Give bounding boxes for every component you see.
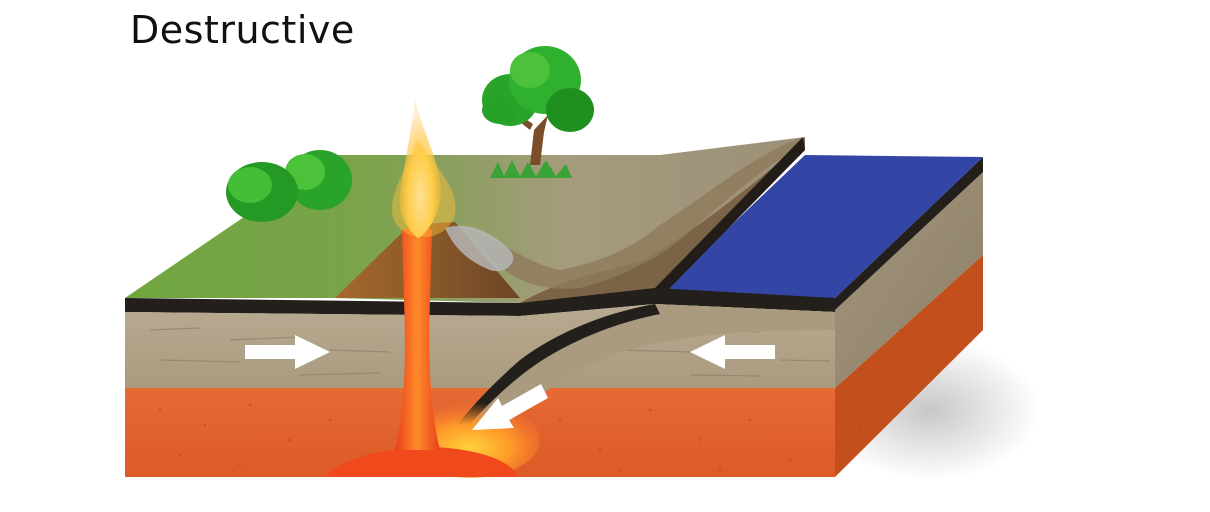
continental-slope — [655, 137, 805, 298]
bush-group-icon — [226, 150, 352, 222]
rock-band-front — [125, 288, 835, 316]
magma-pool — [325, 447, 518, 477]
arrow-down-left-icon — [472, 384, 548, 430]
eruption-plume-outer — [392, 140, 456, 238]
tree-icon — [482, 46, 594, 178]
magma-conduit — [395, 227, 440, 450]
ash-cloud — [445, 225, 514, 272]
rock-band-side-face — [835, 157, 983, 310]
mantle-side-face — [835, 255, 983, 477]
eruption-plume — [399, 100, 441, 238]
ocean-surface — [655, 155, 983, 298]
coast-sand — [470, 137, 805, 289]
coastline — [520, 137, 805, 303]
arrow-right-icon — [245, 335, 330, 369]
diagram-title: Destructive — [130, 8, 355, 52]
crust-side-face — [835, 172, 983, 388]
arrow-left-icon — [690, 335, 775, 369]
